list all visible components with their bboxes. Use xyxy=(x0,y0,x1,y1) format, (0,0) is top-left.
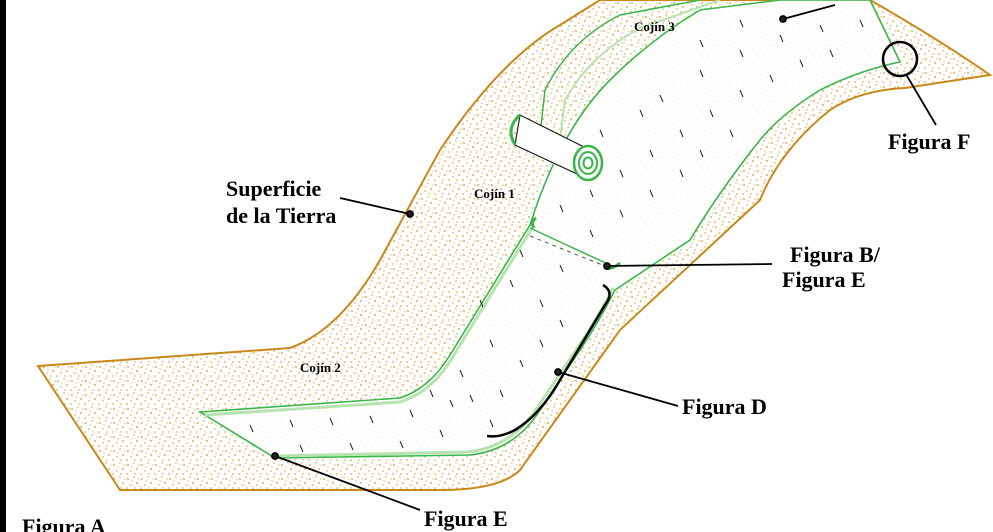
mat-edge-left xyxy=(204,227,534,417)
erosion-mat xyxy=(197,0,902,459)
mat-tuck-icon xyxy=(530,216,537,229)
figura-d-bracket xyxy=(486,283,611,438)
cojin-1-label: Cojín 1 xyxy=(474,186,515,201)
cojin-3-label: Cojín 3 xyxy=(634,19,675,34)
staples-pattern xyxy=(249,19,864,453)
callout-leaders xyxy=(271,4,937,511)
mat-top-inner xyxy=(559,0,721,141)
figura-b-label: Figura B/ xyxy=(790,242,881,267)
left-border xyxy=(0,0,6,532)
figura-e-label-right: Figura E xyxy=(782,267,866,292)
detail-circle-icon xyxy=(881,40,919,78)
figura-a-label: Figura A xyxy=(22,514,106,532)
mat-top-edge xyxy=(539,0,701,136)
figura-f-label: Figura F xyxy=(888,129,971,154)
superficie-label-line2: de la Tierra xyxy=(226,203,336,228)
seam-line-dashed xyxy=(529,235,611,269)
rolled-erosion-mat-icon xyxy=(509,113,604,182)
superficie-label-line1: Superficie xyxy=(226,176,322,201)
figura-e-label-bottom: Figura E xyxy=(424,506,508,531)
cojin-2-label: Cojín 2 xyxy=(300,360,341,375)
figura-d-label: Figura D xyxy=(682,394,767,419)
seam-line xyxy=(529,227,611,266)
